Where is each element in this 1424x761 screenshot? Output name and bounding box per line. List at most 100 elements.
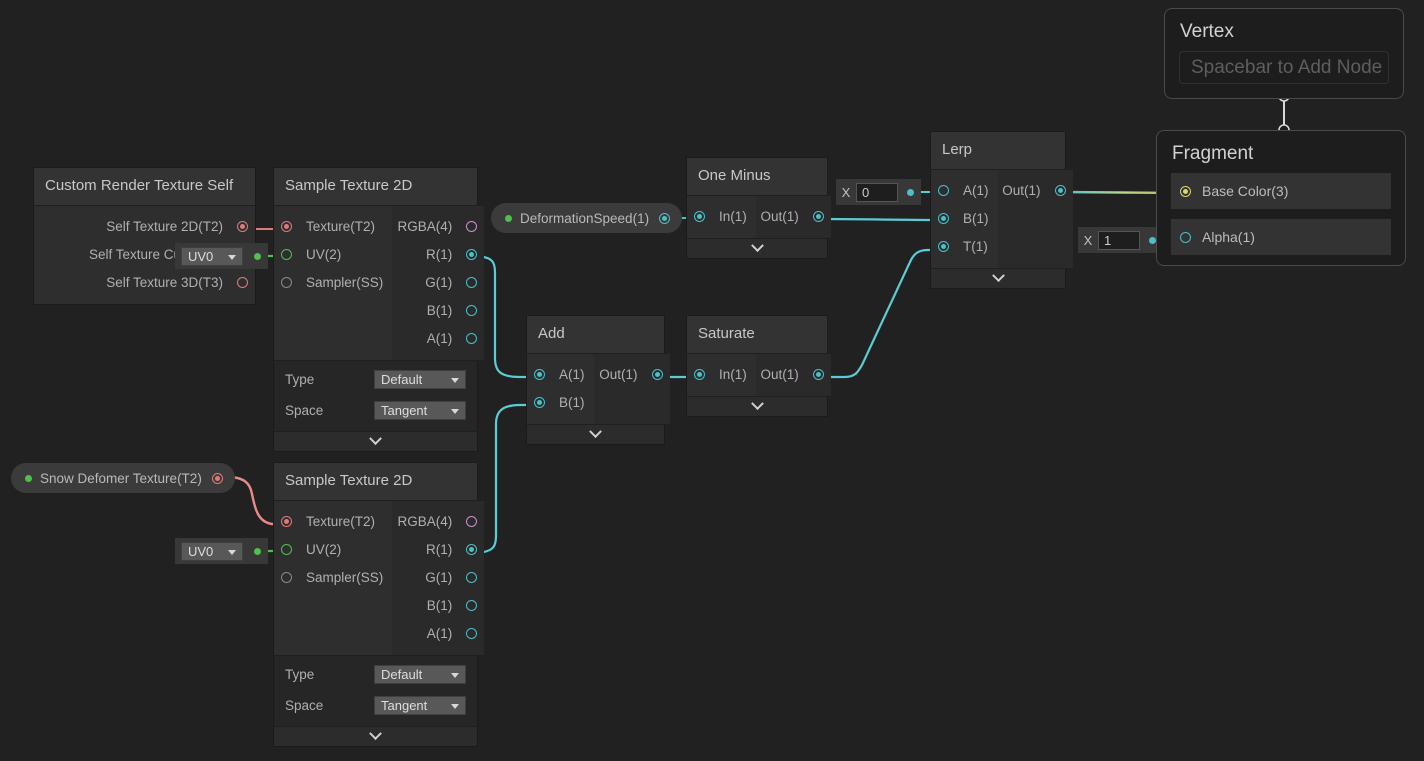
port-b[interactable]: B(1) [392, 296, 484, 324]
slot-icon[interactable] [466, 543, 478, 555]
slot-icon[interactable] [812, 210, 824, 222]
collapse-toggle[interactable] [274, 726, 477, 746]
port-sampler[interactable]: Sampler(SS) [274, 268, 392, 296]
port-rgba[interactable]: RGBA(4) [392, 507, 484, 535]
vertex-add-node-hint[interactable]: Spacebar to Add Node [1179, 51, 1389, 84]
slot-icon[interactable] [1180, 231, 1191, 243]
port-texture[interactable]: Texture(T2) [274, 212, 392, 240]
slot-icon[interactable] [694, 368, 705, 380]
slot-icon[interactable] [938, 212, 949, 224]
property-deformation-speed[interactable]: DeformationSpeed(1) [491, 203, 683, 233]
slot-icon[interactable] [938, 184, 949, 196]
slot-icon[interactable] [534, 368, 545, 380]
port-g[interactable]: G(1) [392, 563, 484, 591]
port-uv[interactable]: UV(2) [274, 240, 392, 268]
space-dropdown[interactable]: Tangent [374, 401, 466, 420]
collapse-toggle[interactable] [274, 431, 477, 451]
float-output-dot[interactable] [907, 188, 914, 196]
fragment-slot-alpha[interactable]: Alpha(1) [1171, 219, 1391, 255]
lerp-a-float-input[interactable]: X 0 [836, 179, 921, 205]
fragment-slot-base-color[interactable]: Base Color(3) [1171, 173, 1391, 209]
slot-icon[interactable] [1054, 184, 1066, 196]
slot-icon[interactable] [466, 515, 478, 527]
slot-icon[interactable] [938, 240, 949, 252]
slot-icon[interactable] [466, 627, 478, 639]
port-out[interactable]: Out(1) [756, 202, 831, 230]
setting-type[interactable]: Type Default [274, 662, 477, 687]
slot-icon[interactable] [651, 368, 663, 380]
slot-icon[interactable] [211, 472, 223, 484]
slot-icon[interactable] [281, 276, 292, 288]
slot-icon[interactable] [466, 304, 478, 316]
port-in[interactable]: In(1) [687, 202, 756, 230]
node-lerp[interactable]: Lerp A(1) B(1) T(1) Out(1) [930, 131, 1073, 289]
slot-icon[interactable] [466, 276, 478, 288]
slot-icon[interactable] [281, 571, 292, 583]
port-texture[interactable]: Texture(T2) [274, 507, 392, 535]
slot-icon[interactable] [534, 396, 545, 408]
port-rgba[interactable]: RGBA(4) [392, 212, 484, 240]
port-out[interactable]: Out(1) [594, 360, 670, 388]
value-field[interactable]: 0 [856, 182, 898, 202]
collapse-toggle[interactable] [687, 396, 827, 416]
port-a[interactable]: A(1) [527, 360, 594, 388]
type-dropdown[interactable]: Default [374, 370, 466, 389]
space-dropdown[interactable]: Tangent [374, 696, 466, 715]
type-dropdown[interactable]: Default [374, 665, 466, 684]
port-out[interactable]: Out(1) [998, 176, 1073, 204]
float-output-dot[interactable] [1149, 236, 1156, 244]
port-a[interactable]: A(1) [931, 176, 998, 204]
node-fragment-master[interactable]: Fragment Base Color(3) Alpha(1) [1156, 130, 1406, 266]
port-g[interactable]: G(1) [392, 268, 484, 296]
uv-widget-bottom[interactable]: UV0 [175, 538, 268, 564]
setting-space[interactable]: Space Tangent [274, 398, 477, 423]
slot-icon[interactable] [281, 543, 292, 555]
port-uv[interactable]: UV(2) [274, 535, 392, 563]
node-vertex-master[interactable]: Vertex Spacebar to Add Node [1164, 8, 1404, 99]
slot-icon[interactable] [812, 368, 824, 380]
node-sample-texture-2d-top[interactable]: Sample Texture 2D Texture(T2) UV(2) Samp… [273, 167, 485, 452]
port-b[interactable]: B(1) [527, 388, 594, 416]
uv-output-dot[interactable] [254, 252, 261, 260]
node-sample-texture-2d-bottom[interactable]: Sample Texture 2D Texture(T2) UV(2) Samp… [273, 462, 485, 747]
port-b[interactable]: B(1) [392, 591, 484, 619]
node-custom-render-texture-self[interactable]: Custom Render Texture Self Self Texture … [33, 167, 256, 305]
fragment-alpha-float-input[interactable]: X 1 [1078, 227, 1163, 253]
port-r[interactable]: R(1) [392, 240, 484, 268]
uv-widget-top[interactable]: UV0 [175, 243, 268, 269]
slot-icon[interactable] [466, 571, 478, 583]
collapse-toggle[interactable] [687, 238, 827, 258]
setting-space[interactable]: Space Tangent [274, 693, 477, 718]
port-a[interactable]: A(1) [392, 324, 484, 352]
uv-output-dot[interactable] [254, 547, 261, 555]
slot-icon[interactable] [237, 276, 248, 288]
port-sampler[interactable]: Sampler(SS) [274, 563, 392, 591]
collapse-toggle[interactable] [527, 424, 664, 444]
slot-icon[interactable] [1180, 185, 1191, 197]
port-b[interactable]: B(1) [931, 204, 998, 232]
property-snow-deformer-texture[interactable]: Snow Defomer Texture(T2) [11, 463, 235, 493]
collapse-toggle[interactable] [931, 268, 1065, 288]
slot-icon[interactable] [281, 220, 292, 232]
value-field[interactable]: 1 [1098, 230, 1140, 250]
port-a[interactable]: A(1) [392, 619, 484, 647]
uv-channel-dropdown[interactable]: UV0 [181, 541, 243, 561]
port-r[interactable]: R(1) [392, 535, 484, 563]
slot-icon[interactable] [237, 220, 248, 232]
slot-icon[interactable] [281, 248, 292, 260]
setting-type[interactable]: Type Default [274, 367, 477, 392]
slot-icon[interactable] [466, 599, 478, 611]
uv-channel-dropdown[interactable]: UV0 [181, 246, 243, 266]
port-self-texture-2d[interactable]: Self Texture 2D(T2) [34, 212, 255, 240]
port-out[interactable]: Out(1) [756, 360, 831, 388]
node-one-minus[interactable]: One Minus In(1) Out(1) [686, 157, 831, 259]
slot-icon[interactable] [466, 332, 478, 344]
slot-icon[interactable] [694, 210, 705, 222]
slot-icon[interactable] [466, 248, 478, 260]
port-t[interactable]: T(1) [931, 232, 998, 260]
node-saturate[interactable]: Saturate In(1) Out(1) [686, 315, 831, 417]
slot-icon[interactable] [466, 220, 478, 232]
port-in[interactable]: In(1) [687, 360, 756, 388]
slot-icon[interactable] [281, 515, 292, 527]
